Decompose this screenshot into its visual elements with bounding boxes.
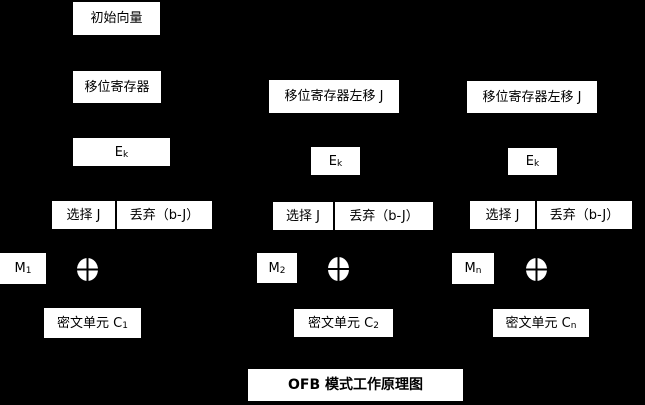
message-label: M xyxy=(14,261,26,276)
encryption-label: E xyxy=(114,144,123,160)
select-box-3: 选择 J xyxy=(470,201,535,229)
shift-register-box-1: 移位寄存器 xyxy=(73,71,161,103)
shift-register-box-2: 移位寄存器左移 J xyxy=(269,80,399,113)
encryption-label: E xyxy=(328,153,337,169)
encryption-subscript: k xyxy=(337,158,343,169)
ciphertext-label: 密文单元 C xyxy=(308,315,374,331)
message-subscript: n xyxy=(475,266,482,276)
ciphertext-subscript: 1 xyxy=(122,320,128,331)
diagram-title: OFB 模式工作原理图 xyxy=(248,369,463,401)
xor-icon xyxy=(328,257,349,281)
message-subscript: 2 xyxy=(279,265,286,276)
message-label: M xyxy=(268,260,280,276)
ciphertext-subscript: n xyxy=(570,320,577,331)
encryption-subscript: k xyxy=(534,159,540,169)
select-box-1: 选择 J xyxy=(52,201,115,229)
ciphertext-label: 密文单元 C xyxy=(57,315,123,331)
select-box-2: 选择 J xyxy=(273,202,333,230)
discard-box-2: 丢弃（b-J） xyxy=(335,202,433,230)
message-label: M xyxy=(464,261,476,276)
xor-icon xyxy=(526,258,547,281)
encryption-subscript: k xyxy=(123,149,129,160)
ciphertext-subscript: 2 xyxy=(373,320,379,331)
encryption-label: E xyxy=(525,154,534,169)
initial-vector-box: 初始向量 xyxy=(73,2,160,35)
ciphertext-label: 密文单元 C xyxy=(505,315,571,331)
shift-register-box-3: 移位寄存器左移 J xyxy=(467,81,597,113)
xor-icon xyxy=(77,258,98,281)
message-subscript: 1 xyxy=(25,266,32,276)
discard-box-1: 丢弃（b-J） xyxy=(117,201,212,229)
discard-box-3: 丢弃（b-J） xyxy=(537,201,632,229)
